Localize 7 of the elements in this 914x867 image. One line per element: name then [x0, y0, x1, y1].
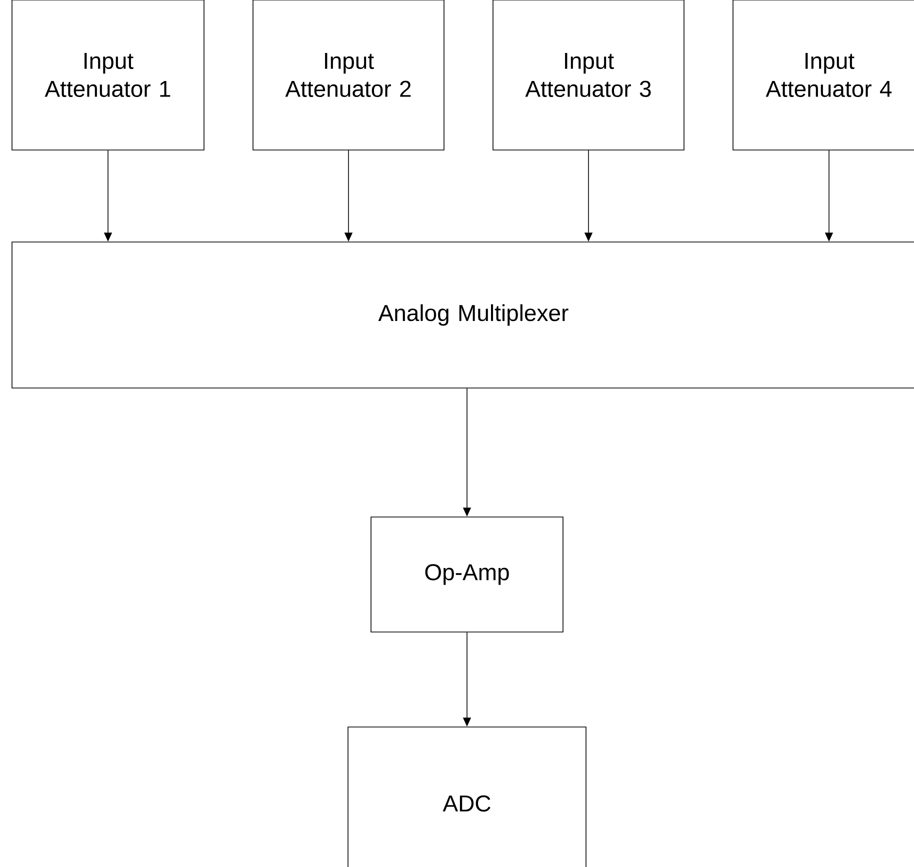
- input-box: Input Attenuator 2: [252, 0, 444, 150]
- amplifier-box: Op-Amp: [370, 516, 564, 632]
- multiplexer-box: Analog Multiplexer: [12, 242, 914, 388]
- input-box: Input Attenuator 4: [732, 0, 914, 150]
- input-box: Input Attenuator 3: [492, 0, 684, 150]
- converter-box: ADC: [348, 726, 586, 867]
- input-box: Input Attenuator 1: [12, 0, 204, 150]
